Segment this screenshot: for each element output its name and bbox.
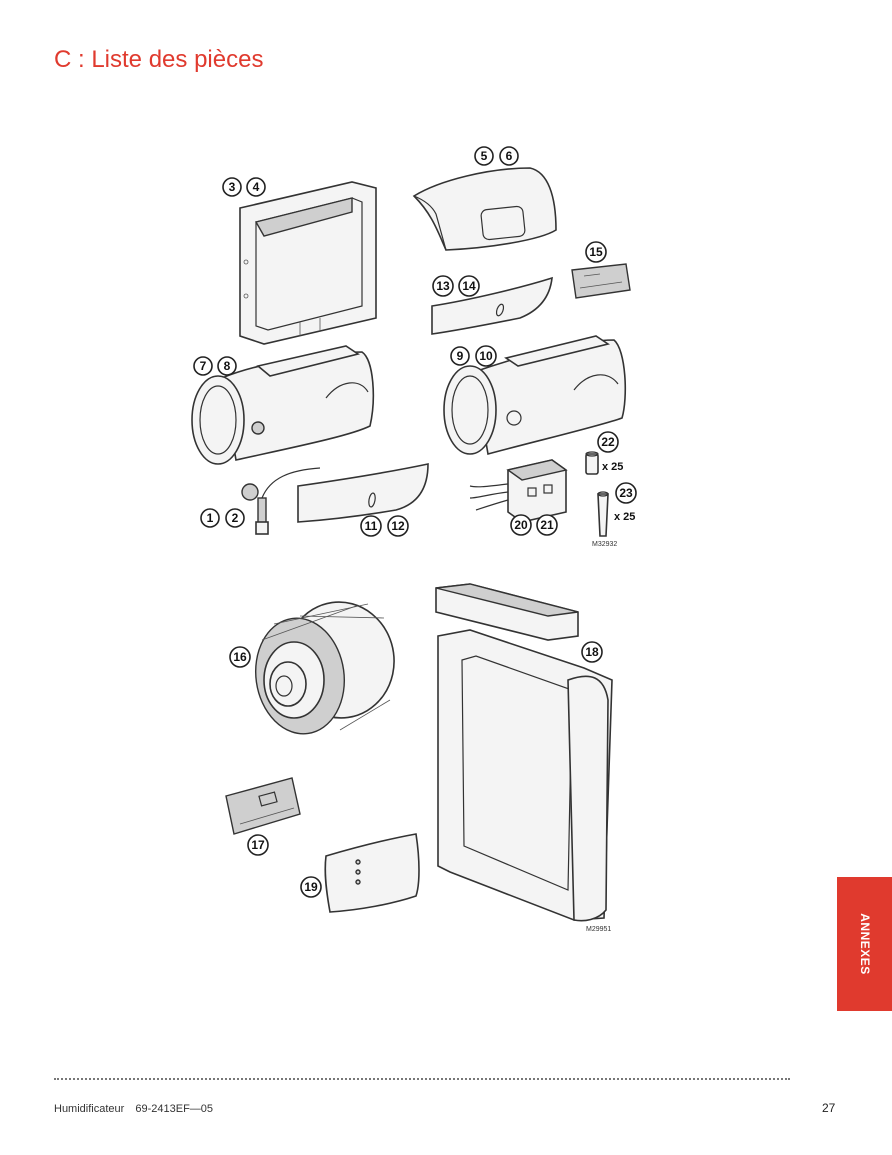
- svg-text:11: 11: [365, 519, 378, 533]
- svg-text:15: 15: [589, 245, 603, 259]
- callout-23: 23: [615, 482, 637, 504]
- callout-13: 13: [432, 275, 454, 297]
- svg-text:16: 16: [233, 650, 247, 664]
- svg-text:2: 2: [232, 511, 239, 525]
- svg-text:1: 1: [207, 511, 214, 525]
- svg-text:7: 7: [200, 359, 207, 373]
- svg-text:9: 9: [457, 349, 464, 363]
- svg-text:17: 17: [251, 838, 265, 852]
- callout-18: 18: [581, 641, 603, 663]
- callout-1: 1: [200, 508, 220, 528]
- callout-14: 14: [458, 275, 480, 297]
- section-tab-label: ANNEXES: [857, 913, 872, 975]
- part-tube-23: [597, 491, 609, 537]
- callout-9: 9: [450, 346, 470, 366]
- part-cover-5-6: [412, 167, 557, 251]
- callout-3: 3: [222, 177, 242, 197]
- page-title: C : Liste des pièces: [54, 46, 264, 73]
- footer-doc-number: 69-2413EF—05: [135, 1103, 214, 1115]
- callout-20: 20: [510, 514, 532, 536]
- svg-text:10: 10: [479, 349, 493, 363]
- part-housing-7-8: [191, 345, 375, 465]
- callout-7: 7: [193, 356, 213, 376]
- figure-ref-top: M32932: [592, 541, 617, 548]
- footer-info: Humidificateur 69-2413EF—05: [54, 1103, 213, 1115]
- page-number: 27: [822, 1101, 836, 1115]
- callout-12: 12: [387, 515, 409, 537]
- callout-5: 5: [474, 146, 494, 166]
- callout-15: 15: [585, 241, 607, 263]
- quantity-23: x 25: [614, 511, 635, 523]
- callout-11: 11: [360, 515, 382, 537]
- callout-4: 4: [246, 177, 266, 197]
- part-board-15: [571, 263, 631, 299]
- svg-text:21: 21: [540, 518, 554, 532]
- part-module-20-21: [469, 459, 568, 523]
- footer-divider: [54, 1078, 790, 1080]
- footer-product: Humidificateur: [54, 1103, 125, 1115]
- callout-8: 8: [217, 356, 237, 376]
- callout-2: 2: [225, 508, 245, 528]
- svg-text:14: 14: [462, 279, 476, 293]
- part-housing-9-10: [443, 335, 627, 456]
- callout-10: 10: [475, 345, 497, 367]
- svg-text:8: 8: [224, 359, 231, 373]
- svg-text:4: 4: [253, 180, 260, 194]
- quantity-22: x 25: [602, 461, 623, 473]
- part-tube-22: [585, 451, 599, 475]
- part-door-19: [324, 833, 420, 913]
- part-panel-11-12: [297, 463, 429, 523]
- svg-text:12: 12: [391, 519, 405, 533]
- part-blower-16: [254, 601, 395, 735]
- svg-text:3: 3: [229, 180, 236, 194]
- svg-text:20: 20: [514, 518, 528, 532]
- svg-text:5: 5: [481, 149, 488, 163]
- part-board-17: [225, 777, 301, 835]
- part-frame-3-4: [239, 181, 377, 345]
- callout-22: 22: [597, 431, 619, 453]
- callout-17: 17: [247, 834, 269, 856]
- callout-6: 6: [499, 146, 519, 166]
- part-panel-13-14: [431, 276, 553, 335]
- callout-16: 16: [229, 646, 251, 668]
- part-cabinet-18: [435, 583, 613, 922]
- svg-text:13: 13: [436, 279, 450, 293]
- svg-text:19: 19: [304, 880, 318, 894]
- svg-text:23: 23: [619, 486, 633, 500]
- callout-21: 21: [536, 514, 558, 536]
- svg-text:18: 18: [585, 645, 599, 659]
- svg-text:22: 22: [601, 435, 615, 449]
- figure-ref-bottom: M29951: [586, 926, 611, 933]
- part-sensor-1-2: [241, 467, 321, 535]
- svg-text:6: 6: [506, 149, 513, 163]
- section-tab-annexes: ANNEXES: [837, 877, 892, 1011]
- callout-19: 19: [300, 876, 322, 898]
